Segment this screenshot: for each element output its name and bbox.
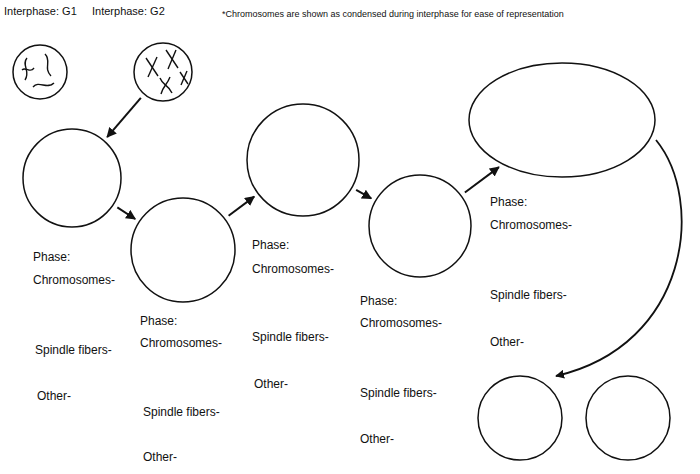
phase-label: Phase: [360, 294, 397, 308]
cell-outline-shape [131, 198, 235, 302]
chromosomes-label: Chromosomes- [140, 336, 222, 350]
spindle-fibers-label: Spindle fibers- [35, 343, 112, 357]
phase-title: Interphase: G1 [4, 4, 77, 18]
cell-circle: Phase:Chromosomes-Spindle fibers-Other- [130, 197, 236, 303]
cell-circle: Phase:Chromosomes-Spindle fibers-Other- [368, 174, 472, 278]
cell-outline-shape [134, 43, 192, 101]
flow-arrow [465, 167, 499, 192]
interphase-cell: Interphase: G1 [12, 44, 68, 100]
g1-chromosomes [22, 54, 54, 87]
other-label: Other- [37, 389, 71, 403]
other-label: Other- [490, 335, 524, 349]
chromosomes-label: Chromosomes- [33, 273, 115, 287]
cell-outline [468, 62, 656, 178]
spindle-fibers-label: Spindle fibers- [490, 288, 567, 302]
flow-arrow [356, 190, 371, 199]
spindle-fibers-label: Spindle fibers- [143, 405, 220, 419]
cell-outline-shape [469, 63, 655, 177]
flow-arrow [107, 98, 141, 137]
phase-label: Phase: [252, 238, 289, 252]
cell-outline-shape [23, 129, 121, 227]
interphase-cell: Interphase: G2 [133, 42, 193, 102]
chromosomes-label: Chromosomes- [252, 262, 334, 276]
cell-outline [130, 197, 236, 303]
chromosomes-label: Chromosomes- [490, 218, 572, 232]
daughter-cell [478, 376, 562, 460]
cell-outline [133, 42, 193, 102]
phase-title: Interphase: G2 [92, 4, 165, 18]
g2-chromosomes [146, 50, 188, 94]
chromosomes-label: Chromosomes- [360, 316, 442, 330]
other-label: Other- [360, 432, 394, 446]
cell-outline-shape [369, 175, 471, 277]
cell-ellipse: Phase:Chromosomes-Spindle fibers-Other- [468, 62, 656, 178]
phase-label: Phase: [140, 314, 177, 328]
cell-circle: Phase:Chromosomes-Spindle fibers-Other- [22, 128, 122, 228]
other-label: Other- [254, 377, 288, 391]
flow-arrow [117, 207, 135, 219]
daughter-cell [586, 376, 670, 460]
curved-arrow [556, 140, 682, 376]
flow-arrow [229, 197, 255, 216]
cell-outline [22, 128, 122, 228]
cell-outline [368, 174, 472, 278]
cell-circle: Phase:Chromosomes-Spindle fibers-Other- [246, 103, 360, 217]
phase-label: Phase: [33, 250, 70, 264]
spindle-fibers-label: Spindle fibers- [360, 386, 437, 400]
cell-outline-shape [13, 45, 67, 99]
cell-outline [246, 103, 360, 217]
phase-label: Phase: [490, 195, 527, 209]
spindle-fibers-label: Spindle fibers- [252, 330, 329, 344]
note: *Chromosomes are shown as condensed duri… [222, 9, 564, 20]
other-label: Other- [143, 450, 177, 464]
cell-outline [12, 44, 68, 100]
cell-outline-shape [247, 104, 359, 216]
